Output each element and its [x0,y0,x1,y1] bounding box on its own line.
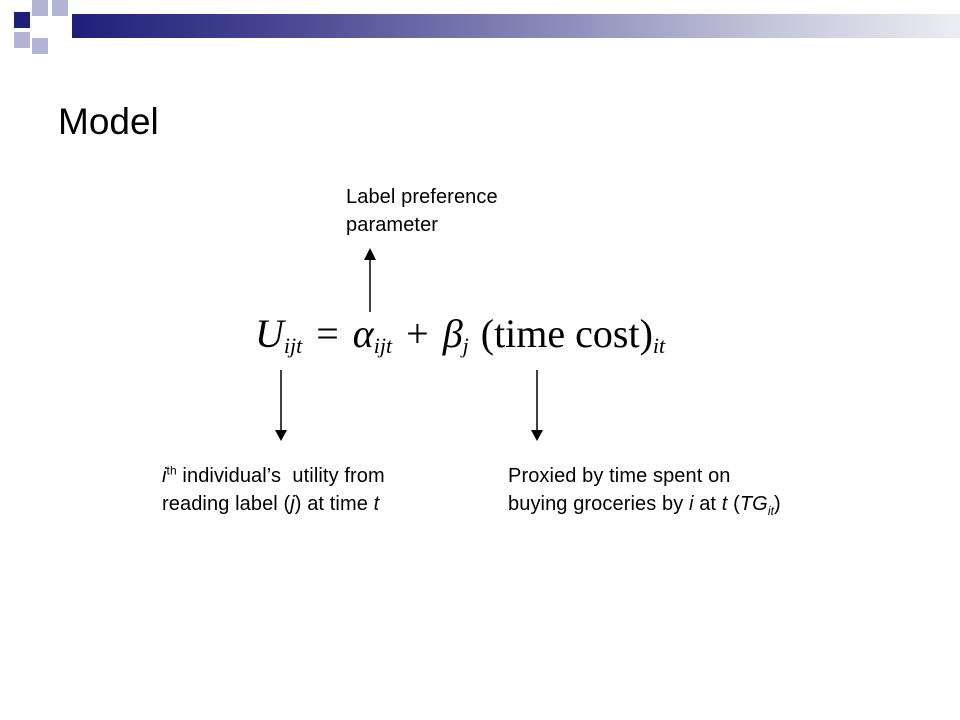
utility-symbol: U [255,311,284,356]
time-cost-annotation: Proxied by time spent on buying grocerie… [508,462,781,518]
header-square-light [14,32,30,48]
annotation-subscript: it [768,504,774,518]
annotation-line: Label preference [346,186,498,208]
alpha-subscript: ijt [373,333,393,358]
utility-subscript: ijt [283,333,303,358]
annotation-text: at [693,493,722,515]
time-cost-term: (time cost) [480,311,653,356]
time-cost-subscript: it [652,333,666,358]
header-square-light [52,0,68,16]
annotation-line: buying groceries by i at t (TGit) [508,490,781,518]
annotation-line: ith individual’s utility from [162,462,385,490]
annotation-italic: TG [739,493,768,515]
beta-subscript: j [462,333,469,358]
annotation-line: reading label (j) at time t [162,490,385,518]
annotation-italic: t [373,493,380,515]
annotation-italic: i [688,493,694,515]
utility-annotation: ith individual’s utility from reading la… [162,462,385,518]
header-square-dark [14,12,30,28]
annotation-text: ) at time [294,493,374,515]
annotation-subscript-text: it [767,504,775,518]
header-gradient-bar [72,14,960,38]
annotation-line: parameter [346,214,439,236]
annotation-text: ) [774,493,781,515]
arrow-up-to-preference [364,248,376,312]
arrow-down-to-time-cost [531,370,543,441]
header-square-light [32,0,48,16]
plus-sign: + [406,311,429,356]
annotation-text: reading label ( [162,493,291,515]
annotation-line: Proxied by time spent on [508,465,731,487]
annotation-italic: t [721,493,728,515]
annotation-italic: i [162,465,167,487]
header-square-light [32,38,48,54]
arrow-down-to-utility [275,370,287,441]
slide-title: Model [58,101,159,142]
label-preference-annotation: Label preference parameter [346,183,498,239]
beta-symbol: β [442,311,463,356]
alpha-symbol: α [352,311,374,356]
annotation-italic: j [290,493,295,515]
annotation-text: ( [727,493,740,515]
equals-sign: = [316,311,339,356]
annotation-superscript: th [166,463,177,478]
utility-equation: Uijt = αijt + βj (time cost)it [255,310,665,360]
annotation-text: buying groceries by [508,493,689,515]
annotation-text: individual’s utility from [176,465,385,487]
